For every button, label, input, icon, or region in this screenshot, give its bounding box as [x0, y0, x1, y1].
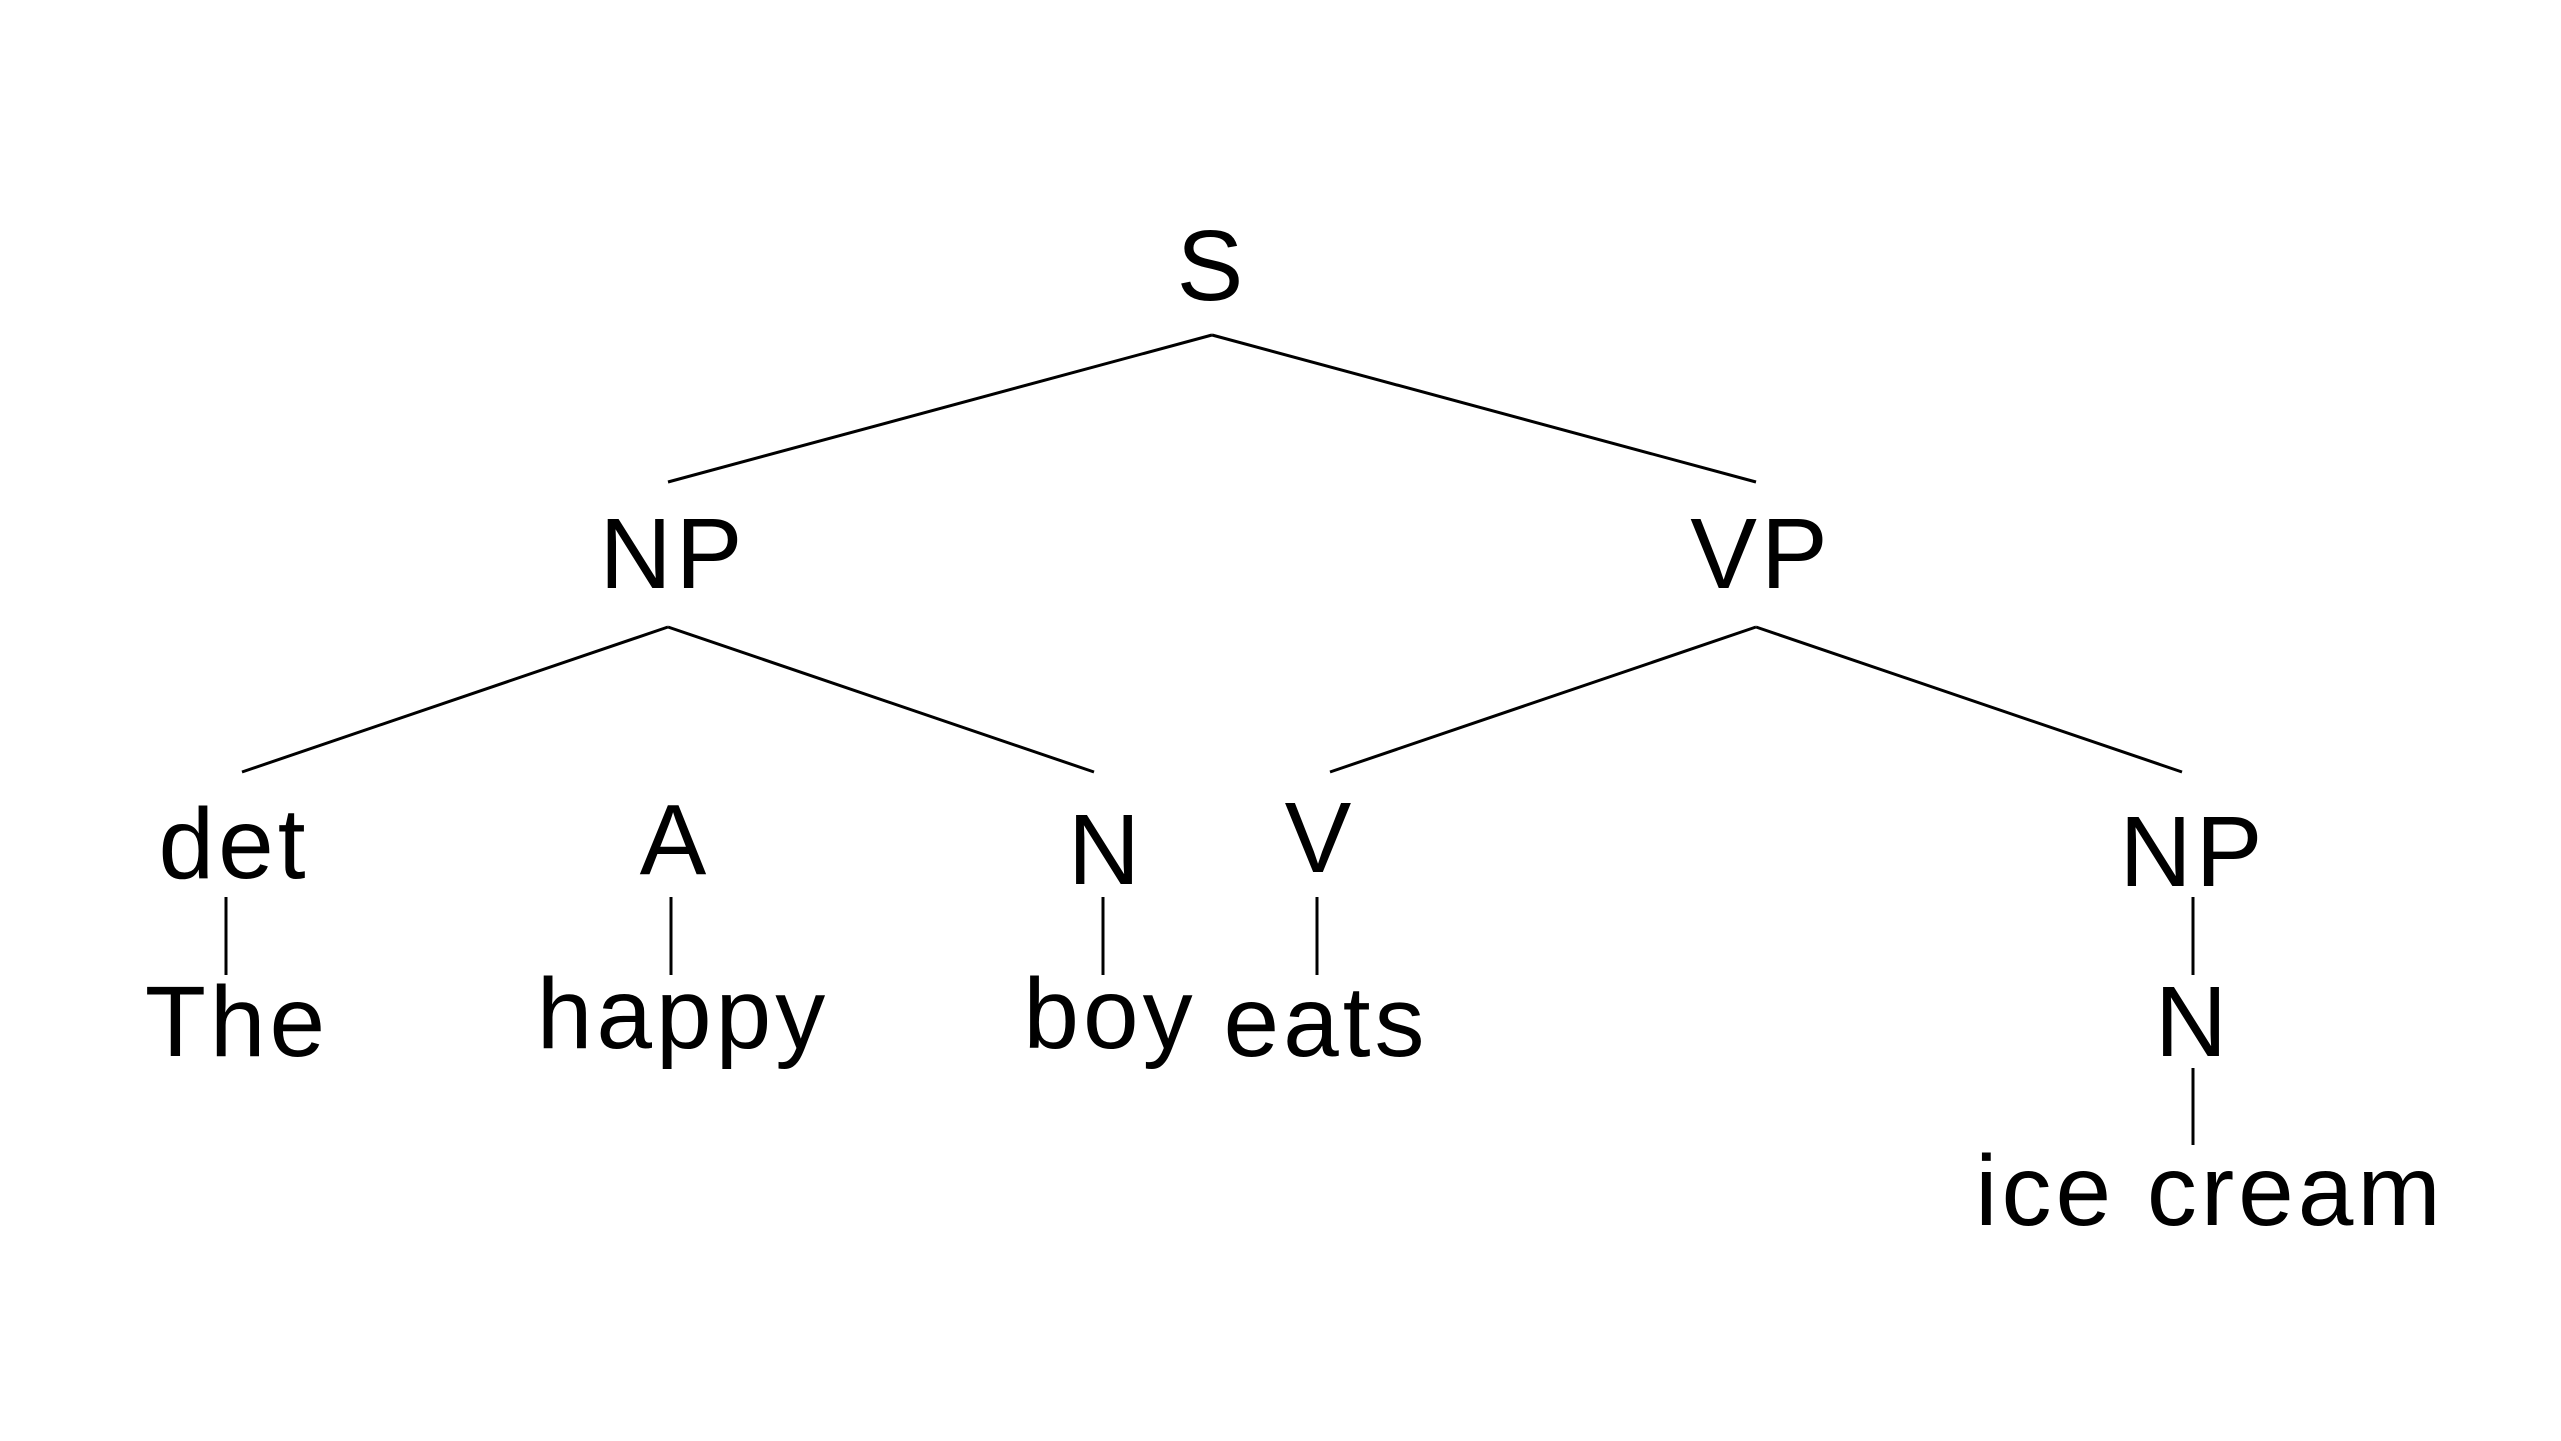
- node-s: S: [1177, 210, 1248, 322]
- word-the: The: [145, 966, 329, 1078]
- node-np: NP: [600, 498, 747, 610]
- node-np-right: NP: [2120, 796, 2267, 908]
- node-n: N: [1068, 794, 1144, 906]
- node-a: A: [640, 784, 711, 896]
- edge-vp-np: [1755, 625, 2183, 774]
- word-ice-cream: ice cream: [1975, 1135, 2444, 1247]
- edge-s-vp: [1211, 333, 1757, 484]
- word-eats: eats: [1223, 966, 1428, 1078]
- tree-labels: S NP VP det A N V NP The happy boy eats …: [145, 210, 2444, 1247]
- edge-vp-v: [1329, 625, 1757, 774]
- edge-np-det: [241, 625, 669, 774]
- tree-edges: [224, 333, 2195, 1145]
- edge-np-n: [667, 625, 1095, 774]
- word-boy: boy: [1023, 958, 1196, 1070]
- word-happy: happy: [537, 958, 829, 1070]
- node-v: V: [1285, 782, 1356, 894]
- edge-s-np: [667, 333, 1213, 484]
- node-n-right: N: [2155, 966, 2231, 1078]
- node-det: det: [158, 788, 309, 900]
- node-vp: VP: [1690, 498, 1831, 610]
